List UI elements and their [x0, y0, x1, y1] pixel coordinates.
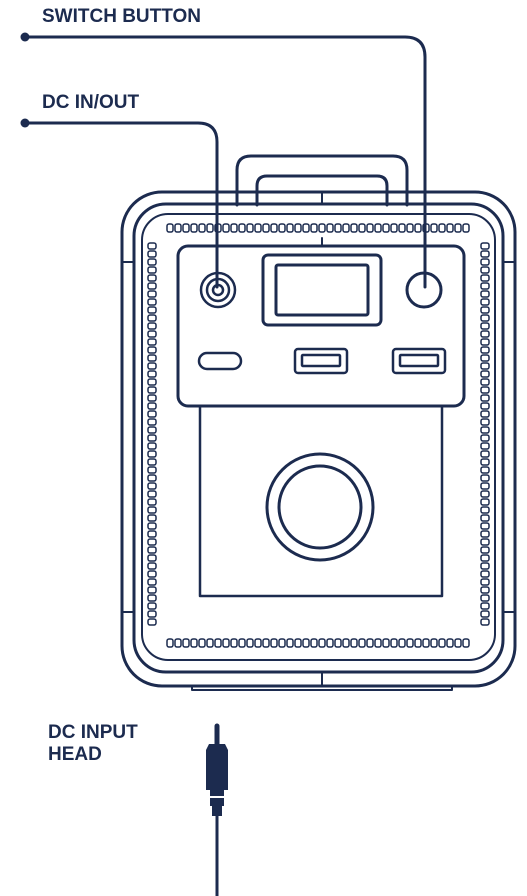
usb-a-port-icon-1: [293, 347, 349, 375]
usb-c-port-icon: [197, 351, 243, 371]
dc-plug-icon: [206, 723, 228, 896]
dc-leader-line: [20, 118, 219, 289]
round-light-icon: [265, 452, 375, 562]
dc-input-head-label: DC INPUT HEAD: [48, 722, 138, 766]
device-body: [120, 190, 517, 691]
vent-pattern: [147, 223, 490, 648]
dc-input-head-label-line1: DC INPUT: [48, 722, 138, 743]
usb-a-port-icon-2: [391, 347, 447, 375]
switch-leader-line: [20, 32, 427, 289]
front-panel: [176, 237, 466, 598]
carry-handle: [235, 154, 409, 207]
dc-in-out-label: DC IN/OUT: [42, 92, 140, 113]
switch-button-label: SWITCH BUTTON: [42, 6, 202, 27]
dc-port-icon: [199, 271, 237, 309]
switch-button-icon: [405, 271, 443, 309]
lcd-display: [261, 253, 383, 327]
dc-input-head-label-line2: HEAD: [48, 744, 102, 765]
